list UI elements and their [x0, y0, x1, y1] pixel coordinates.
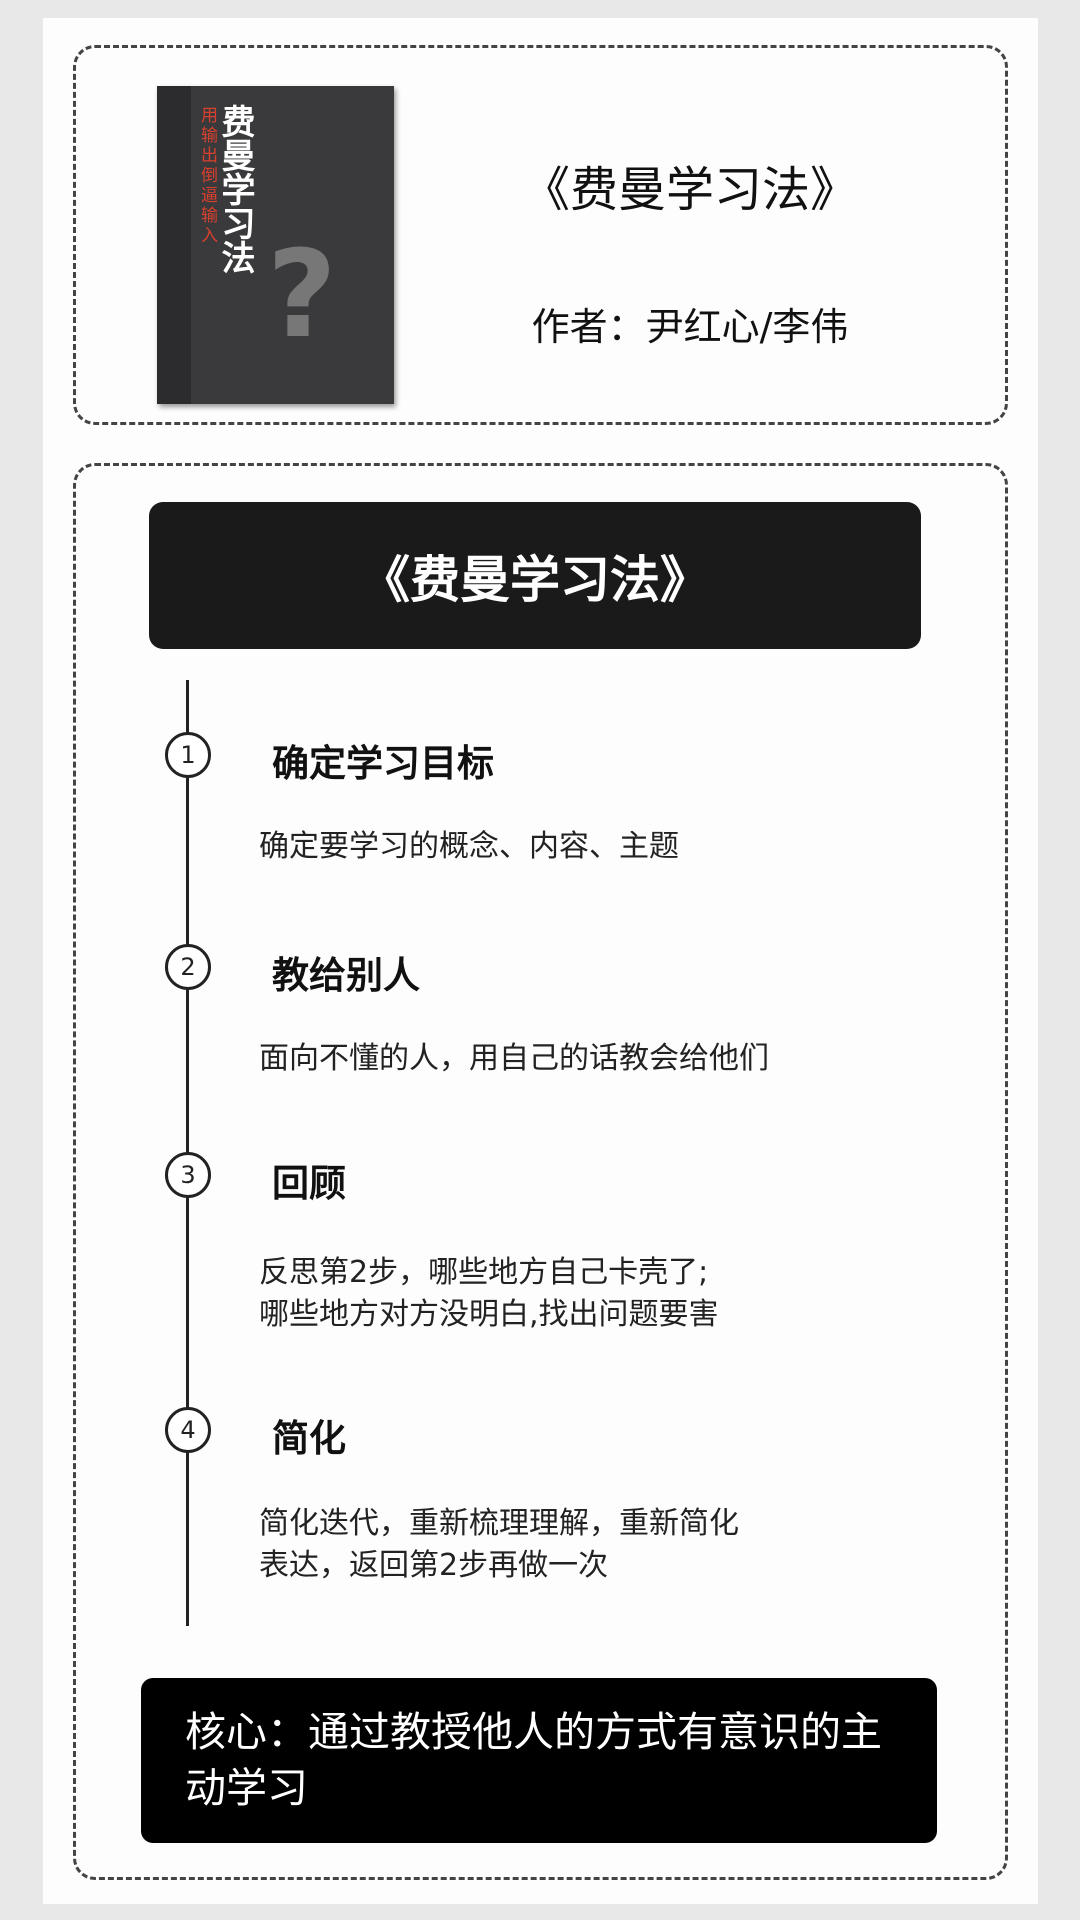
cover-subtitle: 用输出倒逼输入 — [197, 106, 217, 246]
book-spine — [157, 86, 191, 404]
method-header: 《费曼学习法》 — [149, 502, 921, 649]
book-author: 作者：尹红心/李伟 — [531, 305, 849, 349]
step-desc-1: 确定要学习的概念、内容、主题 — [259, 829, 679, 864]
step-number-2: 2 — [165, 944, 211, 990]
step-desc-3: 反思第2步，哪些地方自己卡壳了; 哪些地方对方没明白,找出问题要害 — [259, 1255, 719, 1332]
step-title-3: 回顾 — [272, 1162, 346, 1205]
step-title-1: 确定学习目标 — [272, 742, 494, 785]
question-mark-icon: ? — [267, 226, 337, 365]
core-summary: 核心：通过教授他人的方式有意识的主动学习 — [141, 1678, 937, 1843]
step-desc-2: 面向不懂的人，用自己的话教会给他们 — [259, 1041, 769, 1076]
step-number-1: 1 — [165, 732, 211, 778]
book-info-box — [73, 45, 1008, 425]
book-title: 《费曼学习法》 — [521, 162, 858, 218]
step-title-2: 教给别人 — [272, 954, 420, 997]
method-box — [73, 463, 1008, 1880]
cover-title: 费曼学习法 — [215, 104, 255, 274]
step-number-3: 3 — [165, 1152, 211, 1198]
step-number-4: 4 — [165, 1407, 211, 1453]
step-desc-4: 简化迭代，重新梳理理解，重新简化 表达，返回第2步再做一次 — [259, 1506, 739, 1583]
step-title-4: 简化 — [272, 1417, 346, 1460]
book-cover-image: 费曼学习法 用输出倒逼输入 ? — [157, 86, 394, 404]
